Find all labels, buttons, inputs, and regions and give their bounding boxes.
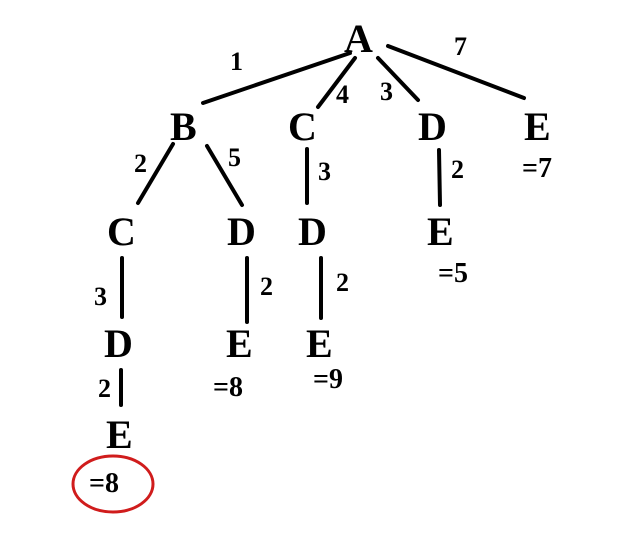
edge-d-e-right [437, 148, 442, 207]
weight-b-c: 2 [134, 149, 147, 178]
weight-a-b: 1 [230, 47, 243, 76]
optimal-path-highlight [71, 454, 155, 514]
edge-b-d [205, 144, 244, 207]
node-b: B [170, 104, 197, 149]
edge-b-c [136, 142, 175, 205]
node-c: C [288, 104, 317, 149]
node-d: D [418, 104, 447, 149]
node-d-left: D [227, 209, 256, 254]
weight-c-d-mid: 3 [318, 157, 331, 186]
node-e-right: E [427, 209, 454, 254]
node-e-mid: E [226, 321, 253, 366]
tree-edges [119, 44, 526, 407]
node-d-mid: D [298, 209, 327, 254]
node-a: A [344, 16, 373, 61]
total-path-bde: =8 [213, 372, 243, 403]
node-e-bottom-left: E [106, 412, 133, 457]
tree-nodes: A B C D E C D D E D E E E [104, 16, 551, 457]
weight-d-e-mid2: 2 [336, 268, 349, 297]
edge-a-e [386, 44, 526, 100]
weight-c-d-left: 3 [94, 282, 107, 311]
node-d-bottom-left: D [104, 321, 133, 366]
total-path-cde: =9 [313, 364, 343, 395]
weight-a-c: 4 [336, 80, 349, 109]
weight-d-e-mid: 2 [260, 272, 273, 301]
edge-a-d [376, 56, 420, 102]
weight-d-e-right: 2 [451, 155, 464, 184]
edge-a-b [201, 51, 352, 105]
edge-a-c [316, 56, 357, 109]
path-totals: =8 =8 =9 =5 =7 [89, 153, 552, 499]
edge-weights: 1 4 3 7 2 5 3 2 2 3 2 2 [94, 32, 467, 403]
node-c-left: C [107, 209, 136, 254]
weight-b-d: 5 [228, 143, 241, 172]
total-path-de: =5 [438, 258, 468, 289]
node-e: E [524, 104, 551, 149]
weight-a-d: 3 [380, 77, 393, 106]
weight-d-e-left: 2 [98, 374, 111, 403]
total-path-bcde: =8 [89, 468, 119, 499]
node-e-mid2: E [306, 321, 333, 366]
total-path-e: =7 [522, 153, 552, 184]
weight-a-e: 7 [454, 32, 467, 61]
